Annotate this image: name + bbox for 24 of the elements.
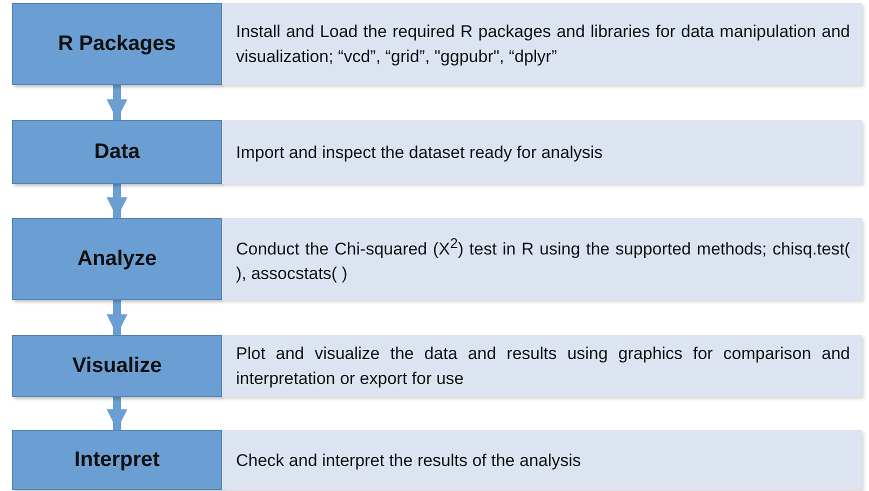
arrow: [106, 85, 128, 120]
step-title: R Packages: [58, 32, 176, 56]
step-box: [12, 3, 222, 85]
step-title: Data: [94, 140, 140, 164]
step-box: [12, 218, 222, 300]
description-box: [222, 430, 862, 490]
step-title: Interpret: [74, 448, 160, 472]
arrow: [106, 397, 128, 430]
description-box: [222, 218, 862, 300]
description-box: [222, 120, 862, 184]
description-text: Plot and visualize the data and results using graphics for comparison and interpretation or export for use: [236, 343, 850, 390]
description-box: [222, 335, 862, 397]
step-title: Analyze: [77, 247, 157, 271]
description-text: Check and interpret the results of the analysis: [236, 450, 581, 472]
description-text: Install and Load the required R packages and libraries for data manipulation and visualization; “vcd”, “grid”, "ggpubr", “dplyr”: [236, 21, 850, 68]
step-title: Visualize: [72, 354, 162, 378]
description-text: Import and inspect the dataset ready for analysis: [236, 142, 603, 164]
arrow: [106, 184, 128, 218]
arrow: [106, 300, 128, 335]
description-text: Conduct the Chi-squared (X$^{2}$) test in R using the supported methods; chisq.test( ), assocstats( ): [236, 234, 850, 286]
step-box: [12, 430, 222, 490]
step-box: [12, 120, 222, 184]
step-box: [12, 335, 222, 397]
description-box: [222, 3, 862, 85]
